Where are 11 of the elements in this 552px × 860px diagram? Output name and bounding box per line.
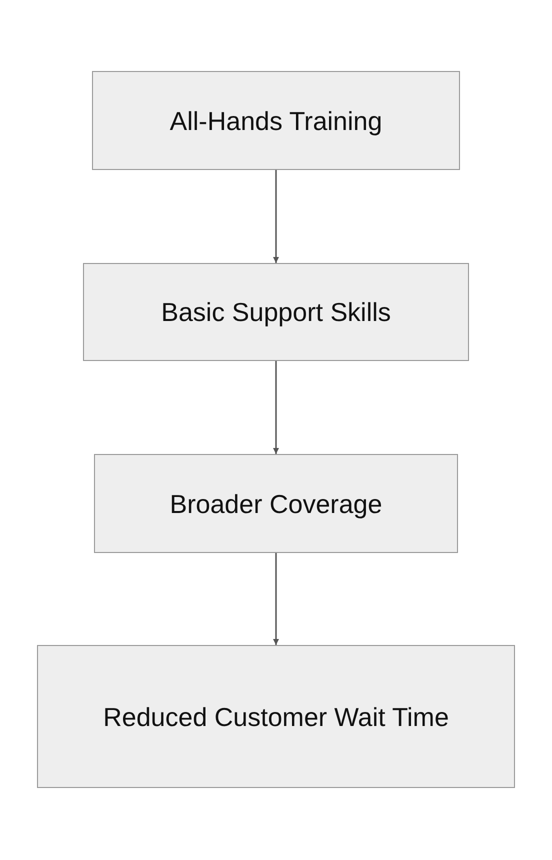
box-label: All-Hands Training — [170, 104, 382, 138]
process-box — [37, 645, 515, 788]
process-box — [94, 454, 458, 553]
arrow — [273, 361, 279, 454]
arrow — [273, 170, 279, 263]
process-box — [83, 263, 469, 361]
arrow — [273, 553, 279, 645]
box-label: Basic Support Skills — [161, 296, 391, 329]
box-label: Reduced Customer Wait Time — [103, 700, 449, 734]
box-label: Broader Coverage — [170, 488, 382, 520]
process-box — [92, 71, 460, 170]
